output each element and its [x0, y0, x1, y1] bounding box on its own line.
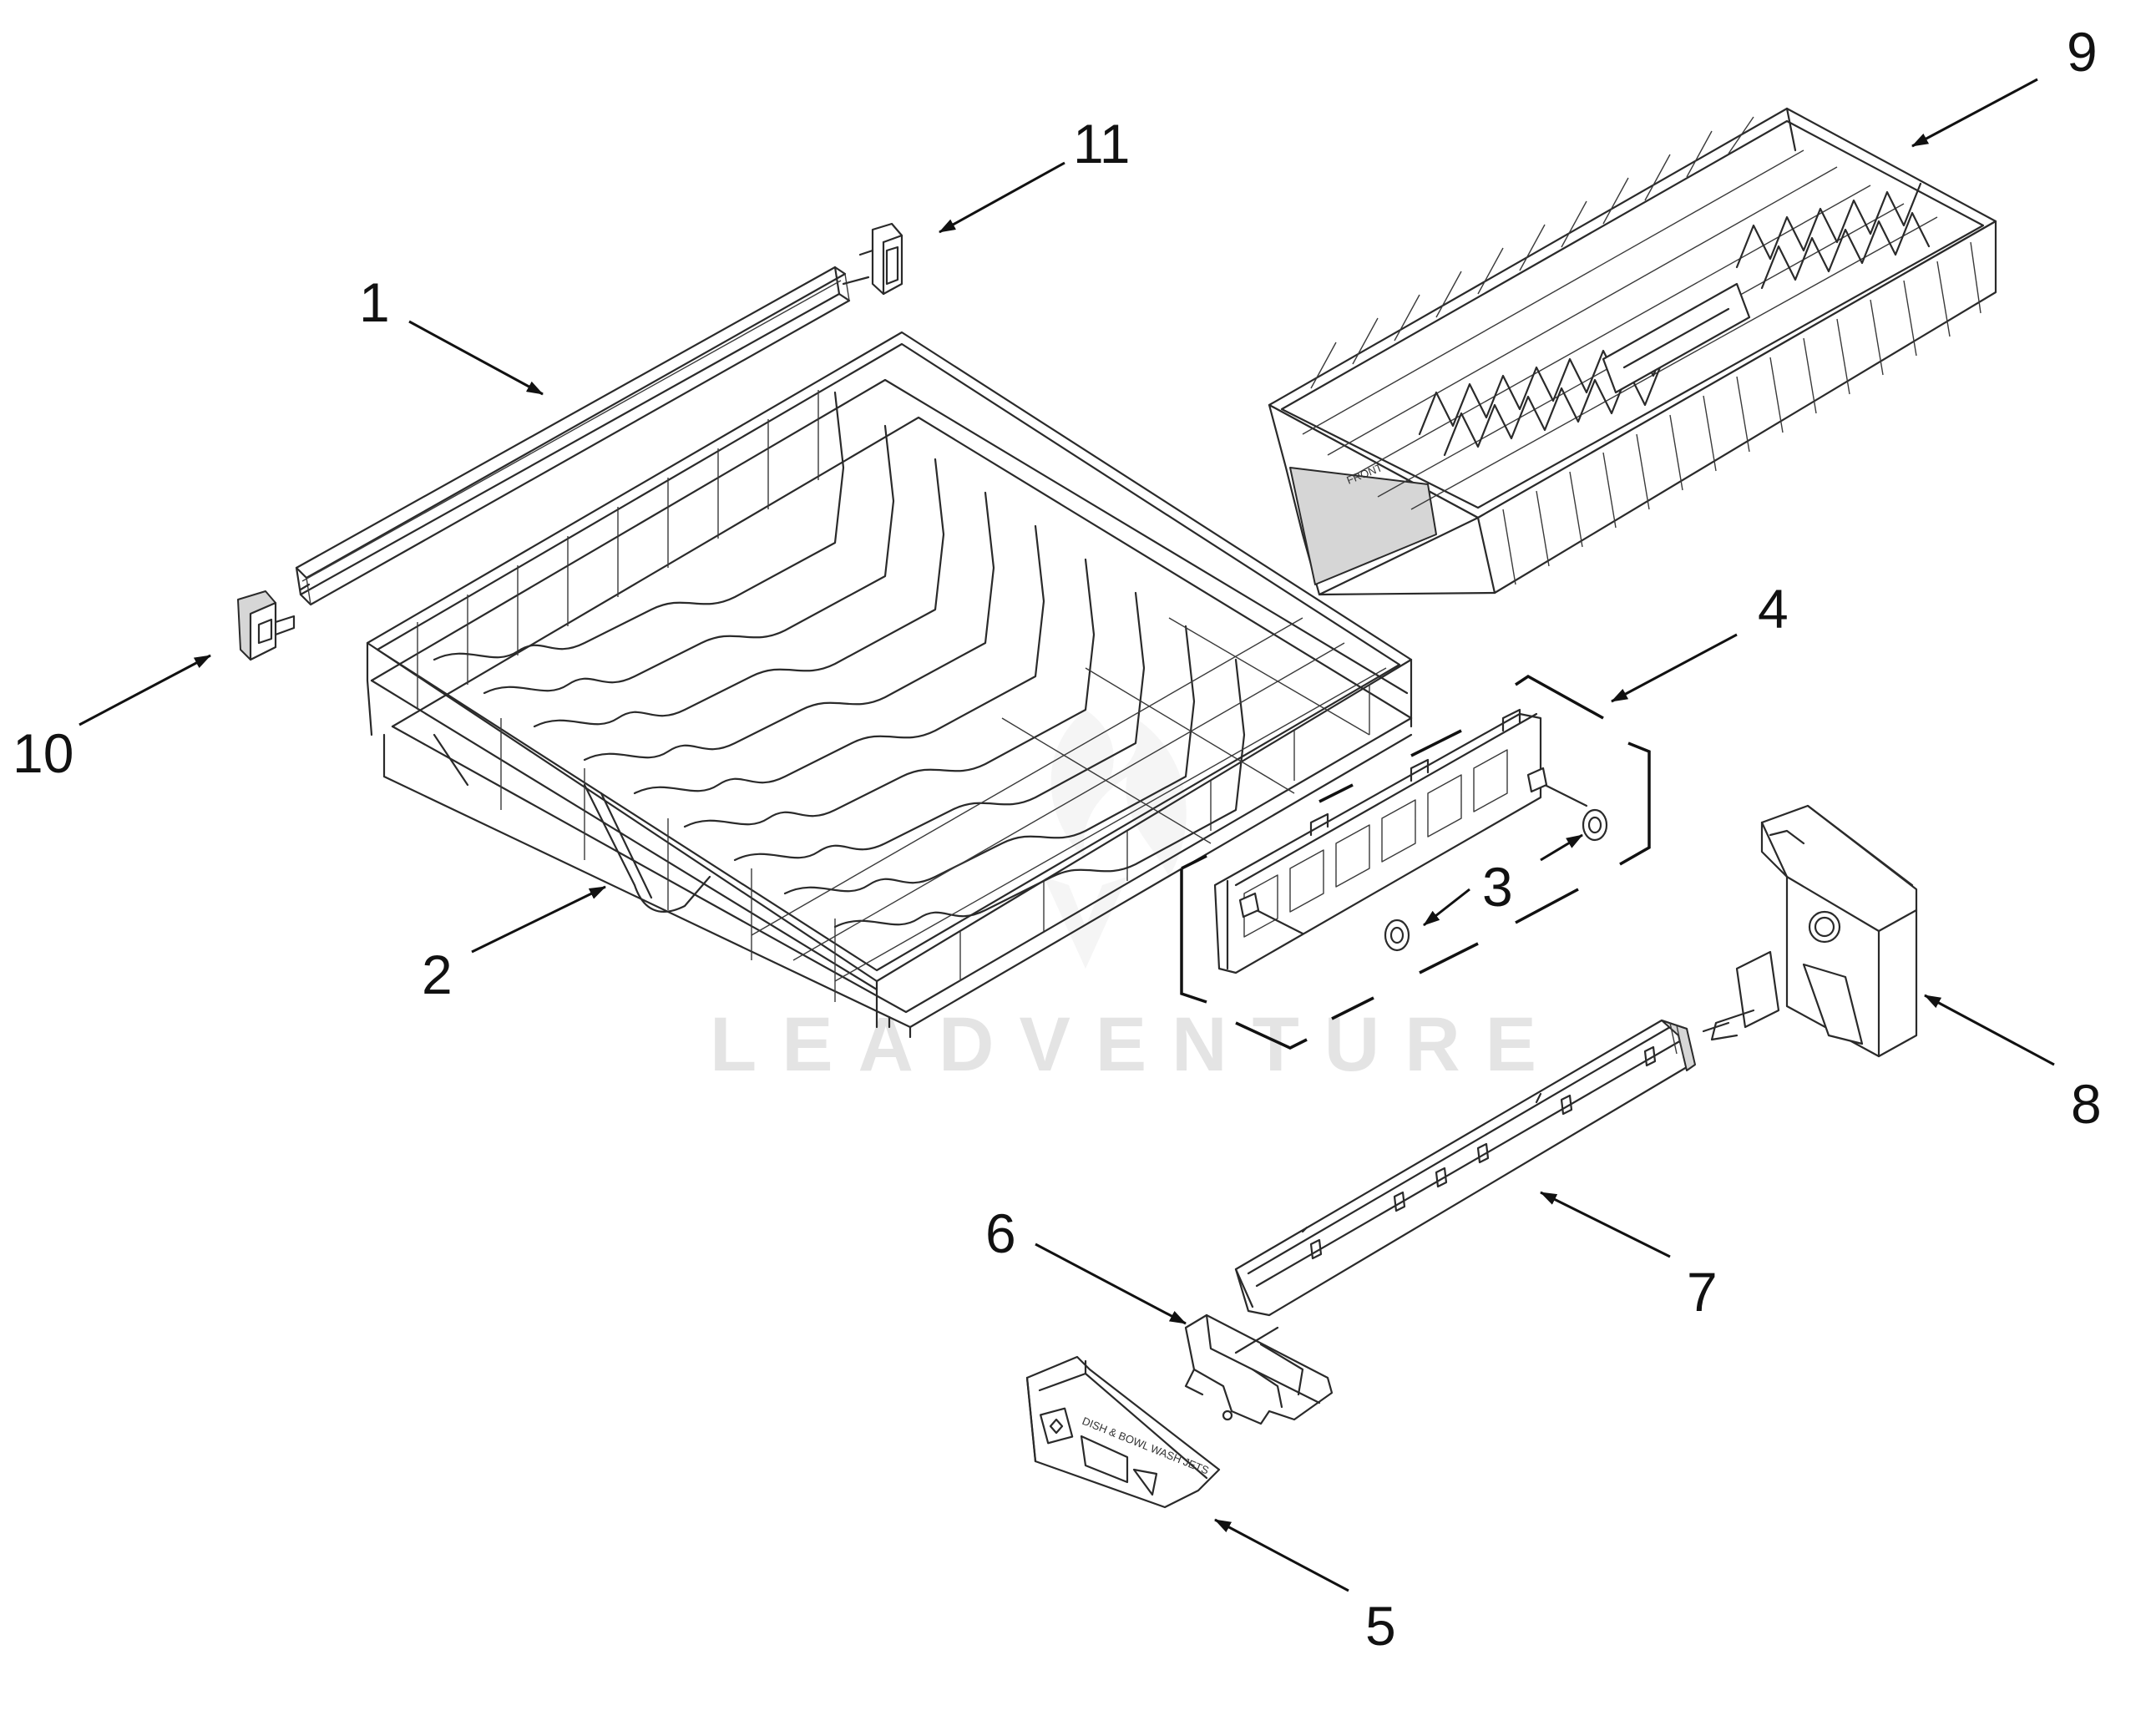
callout-4: 4	[1758, 578, 1789, 640]
part-7-spray-tube	[1234, 1019, 1696, 1317]
parts-3-4-group-bracket	[1180, 674, 1651, 1050]
callout-5: 5	[1365, 1595, 1396, 1657]
leader-arrow-4	[1611, 633, 1738, 703]
watermark: LEADVENTURE	[710, 710, 1561, 1087]
leader-arrows	[78, 78, 2055, 1592]
callout-10: 10	[13, 722, 73, 784]
part-1-rack-rail	[295, 266, 870, 606]
leader-arrow-11	[939, 161, 1065, 234]
callout-labels: 1 2 3 4 5 6 7 8 9 10 11	[13, 21, 2102, 1657]
part-3-fasteners	[1238, 767, 1608, 952]
part-10-rail-end-cap	[237, 590, 296, 661]
callout-8: 8	[2071, 1073, 2102, 1135]
callout-3: 3	[1482, 856, 1513, 918]
callout-6: 6	[985, 1202, 1016, 1264]
leader-arrow-3b	[1540, 833, 1583, 862]
leader-arrow-5	[1214, 1518, 1349, 1592]
leader-arrow-2	[471, 885, 606, 954]
callout-11: 11	[1073, 113, 1131, 175]
part-9-cutlery-tray: FRONT	[1268, 107, 1997, 596]
leader-arrow-10	[78, 654, 211, 726]
leader-arrow-1	[408, 320, 544, 396]
leader-arrow-8	[1924, 994, 2055, 1066]
callout-1: 1	[359, 271, 390, 333]
leader-arrow-6	[1035, 1243, 1187, 1325]
callout-2: 2	[422, 944, 453, 1005]
callout-9: 9	[2067, 21, 2098, 83]
part-11-rail-end-cap	[858, 222, 903, 296]
watermark-logo-icon	[1044, 710, 1187, 969]
callout-7: 7	[1687, 1261, 1718, 1323]
leader-arrow-7	[1540, 1191, 1671, 1258]
part-8-water-inlet	[1702, 804, 1918, 1058]
part-6-nozzle-mount	[1184, 1313, 1334, 1425]
part-5-front-cover: DISH & BOWL WASH JETS	[1025, 1355, 1221, 1509]
watermark-text: LEADVENTURE	[710, 1002, 1561, 1087]
leader-arrow-9	[1911, 78, 2038, 148]
part-4-jet-manifold	[1213, 708, 1588, 974]
part-2-wire-dish-rack	[366, 331, 1413, 1039]
leader-arrow-3a	[1423, 888, 1470, 927]
